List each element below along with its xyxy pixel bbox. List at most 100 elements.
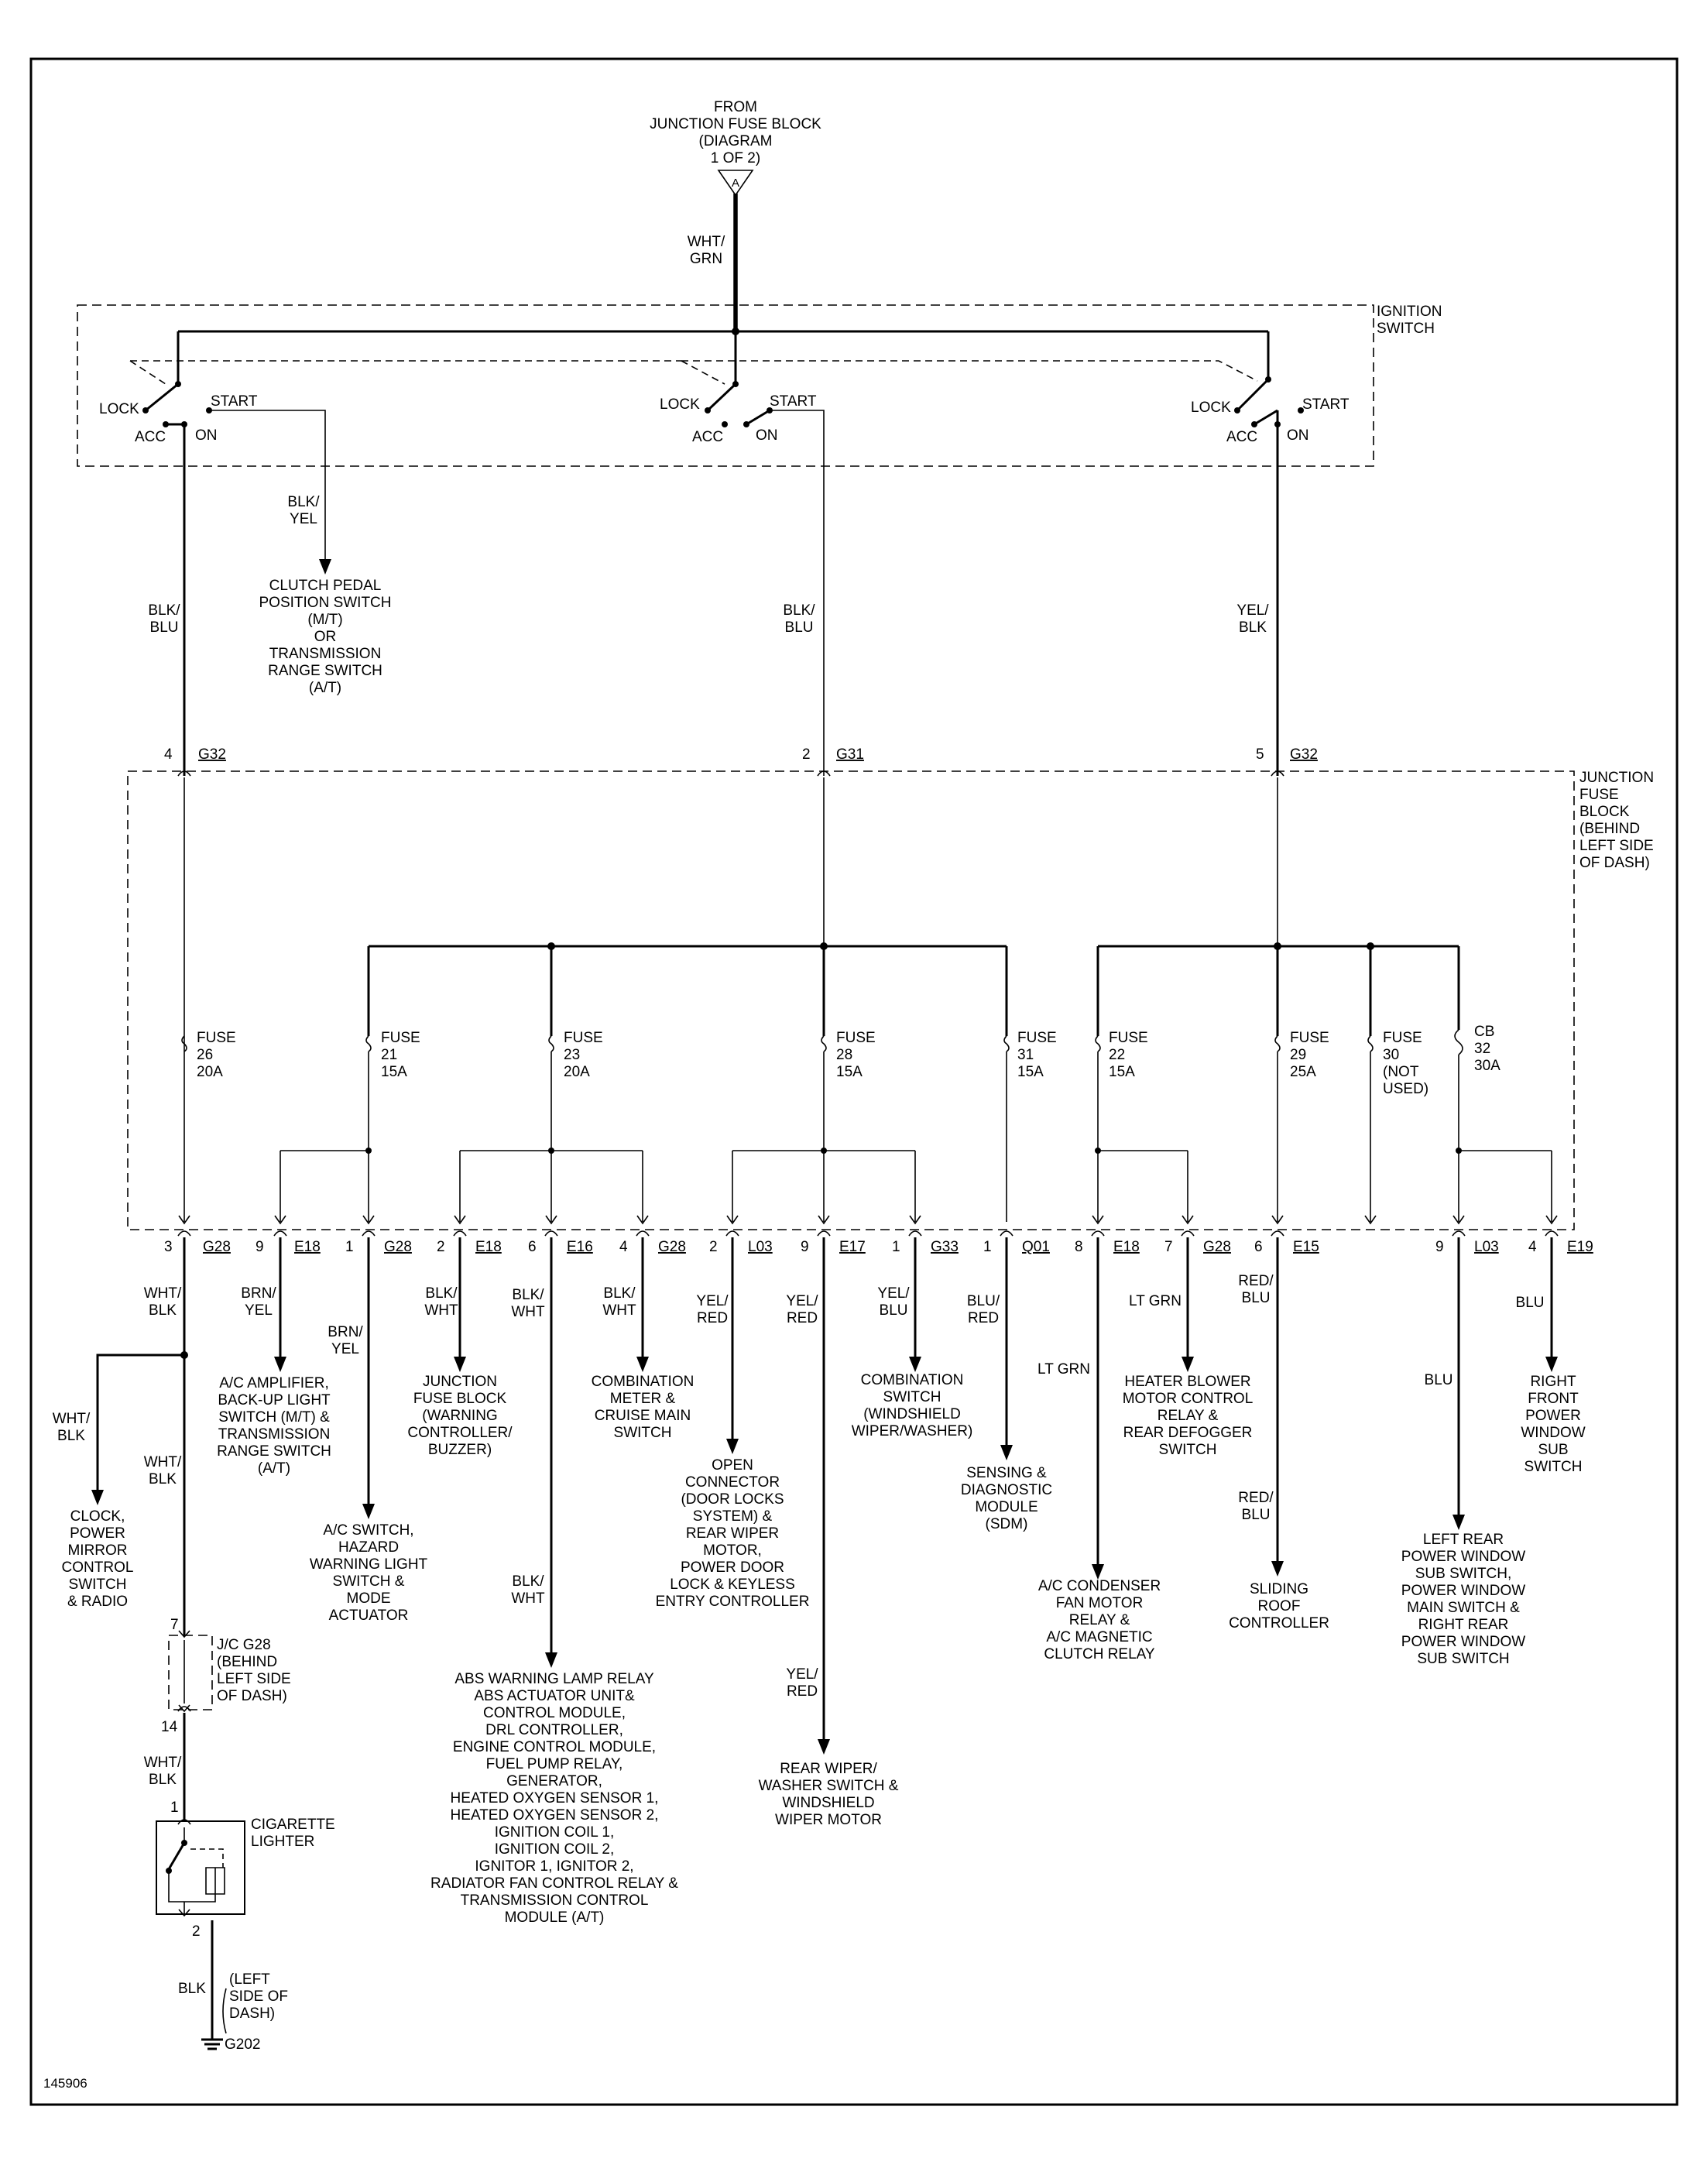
svg-text:LT GRN: LT GRN [1129,1293,1182,1309]
ignition-switch-label: IGNITION SWITCH [1377,304,1442,337]
svg-text:SIDE OF: SIDE OF [229,1988,288,2005]
svg-text:REAR WIPER/: REAR WIPER/ [780,1761,877,1777]
svg-text:OF DASH): OF DASH) [1579,855,1650,871]
svg-text:FRONT: FRONT [1528,1391,1579,1407]
svg-text:FUSE: FUSE [381,1030,420,1046]
feed-connector-labels: 4 G32 2 G31 5 G32 [164,746,1318,763]
svg-text:31: 31 [1017,1047,1034,1063]
svg-text:ABS ACTUATOR UNIT&: ABS ACTUATOR UNIT& [474,1688,635,1704]
svg-text:COMBINATION: COMBINATION [592,1374,695,1390]
svg-text:POWER WINDOW: POWER WINDOW [1401,1583,1525,1599]
svg-text:RED: RED [787,1683,818,1700]
svg-text:START: START [770,393,817,410]
svg-text:BLK: BLK [57,1428,85,1444]
svg-text:BRN/: BRN/ [241,1285,276,1302]
svg-text:9: 9 [1435,1239,1444,1255]
svg-text:CONNECTOR: CONNECTOR [685,1474,780,1491]
svg-text:26: 26 [197,1047,213,1063]
svg-text:BLK/: BLK/ [512,1573,544,1590]
svg-text:WHT: WHT [602,1302,636,1319]
svg-text:BLU: BLU [785,619,814,636]
svg-text:SUB SWITCH: SUB SWITCH [1417,1651,1509,1667]
svg-text:BLK/: BLK/ [783,602,815,619]
svg-text:HEATED OXYGEN SENSOR 2,: HEATED OXYGEN SENSOR 2, [451,1807,659,1824]
svg-text:Q01: Q01 [1022,1239,1050,1255]
svg-text:G202: G202 [225,2036,260,2053]
svg-text:MODULE: MODULE [975,1499,1037,1515]
svg-text:WINDSHIELD: WINDSHIELD [782,1795,874,1811]
start-wire-label: BLK/ YEL [287,494,320,527]
svg-text:MOTOR,: MOTOR, [703,1542,762,1559]
svg-text:OR: OR [314,629,337,645]
svg-text:DRL CONTROLLER,: DRL CONTROLLER, [485,1722,623,1738]
svg-text:LOCK: LOCK [1191,400,1231,416]
svg-text:WIPER/WASHER): WIPER/WASHER) [852,1423,973,1439]
svg-text:YEL/: YEL/ [786,1666,818,1683]
svg-text:ROOF: ROOF [1258,1598,1301,1614]
svg-text:BLK: BLK [178,1981,206,1997]
svg-text:BLOCK: BLOCK [1579,804,1630,820]
svg-text:WHT: WHT [424,1302,458,1319]
svg-text:ON: ON [1287,427,1309,444]
svg-text:BLK: BLK [149,1471,177,1487]
svg-text:LIGHTER: LIGHTER [251,1834,314,1850]
svg-text:J/C G28: J/C G28 [217,1637,271,1653]
svg-text:TRANSMISSION: TRANSMISSION [269,646,382,662]
svg-text:21: 21 [381,1047,397,1063]
svg-text:LOCK & KEYLESS: LOCK & KEYLESS [670,1577,795,1593]
svg-text:REAR DEFOGGER: REAR DEFOGGER [1123,1425,1253,1441]
svg-text:9: 9 [256,1239,264,1255]
svg-text:L03: L03 [1474,1239,1499,1255]
svg-text:YEL: YEL [331,1341,359,1357]
switch-left-positions: LOCK START ACC ON [99,393,258,445]
svg-text:CONTROLLER/: CONTROLLER/ [407,1425,513,1441]
svg-text:E19: E19 [1567,1239,1593,1255]
svg-text:MOTOR CONTROL: MOTOR CONTROL [1123,1391,1254,1407]
svg-text:WINDOW: WINDOW [1521,1425,1585,1441]
source-label: FROM JUNCTION FUSE BLOCK (DIAGRAM 1 OF 2… [650,99,821,166]
svg-text:BLK: BLK [149,1302,177,1319]
svg-text:(A/T): (A/T) [309,680,341,696]
svg-text:20A: 20A [564,1064,590,1080]
svg-text:29: 29 [1290,1047,1306,1063]
svg-text:RADIATOR FAN CONTROL RELAY &: RADIATOR FAN CONTROL RELAY & [430,1875,678,1892]
svg-text:MODULE (A/T): MODULE (A/T) [505,1909,605,1926]
svg-text:SWITCH &: SWITCH & [333,1573,405,1590]
svg-text:20A: 20A [197,1064,223,1080]
svg-text:SWITCH: SWITCH [614,1425,672,1441]
svg-text:15A: 15A [836,1064,863,1080]
svg-text:2: 2 [437,1239,445,1255]
svg-text:1: 1 [345,1239,354,1255]
svg-text:POWER WINDOW: POWER WINDOW [1401,1634,1525,1650]
svg-text:CONTROLLER: CONTROLLER [1229,1615,1329,1631]
svg-text:30A: 30A [1474,1058,1501,1074]
svg-text:E17: E17 [839,1239,866,1255]
svg-text:G32: G32 [198,746,226,763]
svg-text:WHT/: WHT/ [144,1454,182,1470]
svg-text:WHT: WHT [511,1590,545,1607]
svg-text:YEL/: YEL/ [696,1293,729,1309]
svg-text:HAZARD: HAZARD [338,1539,399,1556]
svg-text:1 OF 2): 1 OF 2) [711,150,760,166]
switch-middle-positions: LOCK START ACC ON [660,393,817,445]
svg-text:E18: E18 [1113,1239,1140,1255]
svg-text:2: 2 [802,746,811,763]
svg-text:CLOCK,: CLOCK, [70,1508,125,1525]
svg-text:YEL/: YEL/ [786,1293,818,1309]
svg-text:ACC: ACC [135,429,166,445]
svg-text:CIGARETTE: CIGARETTE [251,1817,335,1833]
svg-text:SUB: SUB [1538,1442,1568,1458]
svg-text:E18: E18 [475,1239,502,1255]
diagram-frame [29,57,1679,2106]
svg-text:BLK: BLK [149,1772,177,1788]
svg-text:(BEHIND: (BEHIND [1579,821,1640,837]
svg-text:4: 4 [1528,1239,1537,1255]
svg-text:E18: E18 [294,1239,321,1255]
svg-text:(WARNING: (WARNING [422,1408,497,1424]
svg-text:G33: G33 [931,1239,959,1255]
svg-text:FUSE: FUSE [1579,787,1619,803]
block-output-connectors [177,1230,1559,1237]
svg-text:8: 8 [1075,1239,1083,1255]
svg-text:MAIN SWITCH &: MAIN SWITCH & [1407,1600,1520,1616]
